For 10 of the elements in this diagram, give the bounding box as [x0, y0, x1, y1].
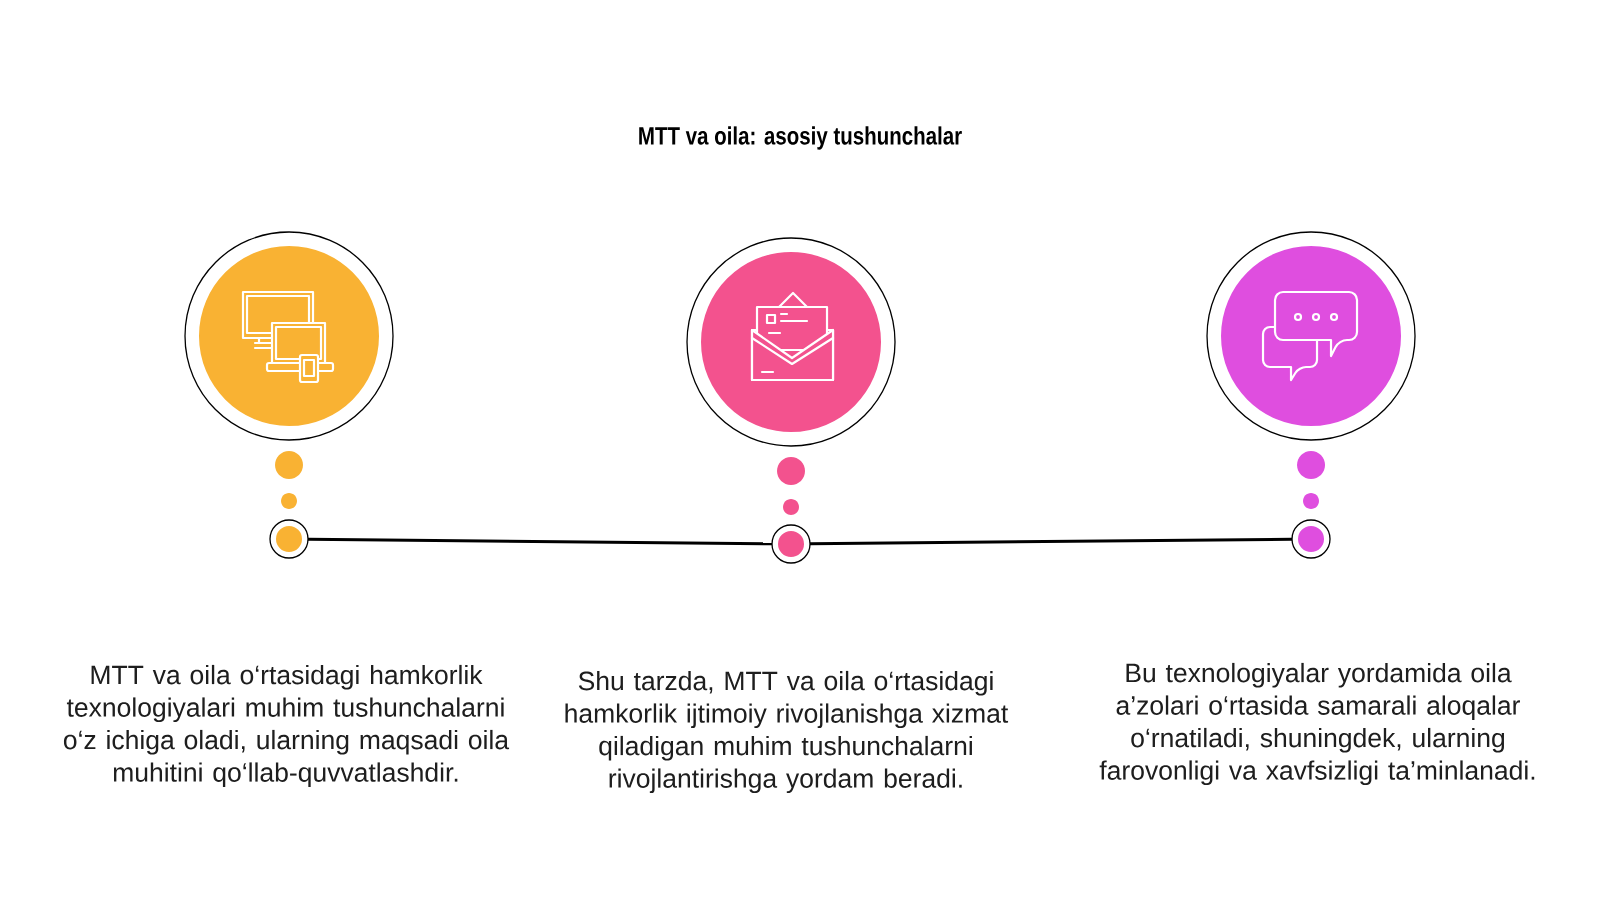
timeline-line [810, 537, 1293, 546]
timeline-line [308, 537, 773, 546]
title: MTT va oila: asosiy tushunchalar [639, 126, 962, 150]
icon-circle [184, 231, 394, 441]
timeline-dot [1291, 519, 1331, 559]
description-text: MTT va oila o‘rtasidagi hamkorlik texnologiyalari muhim tushunchalarni o‘z ichiga oladi, ularning maqsadi oila muhitini qo‘llab-quvvatlashdir. [63, 664, 510, 788]
timeline-dot [269, 519, 309, 559]
description-text: Bu texnologiyalar yordamida oila a’zolari o‘rtasida samarali aloqalar o‘rnatiladi, shuningdek, ularning farovonligi va xavfsizligi ta’minlanadi. [1099, 662, 1535, 786]
timeline-dot [771, 524, 811, 564]
description-text: Shu tarzda, MTT va oila o‘rtasidagi hamkorlik ijtimoiy rivojlanishga xizmat qiladigan muhim tushunchalarni rivojlantirishga yordam beradi. [565, 670, 1009, 794]
